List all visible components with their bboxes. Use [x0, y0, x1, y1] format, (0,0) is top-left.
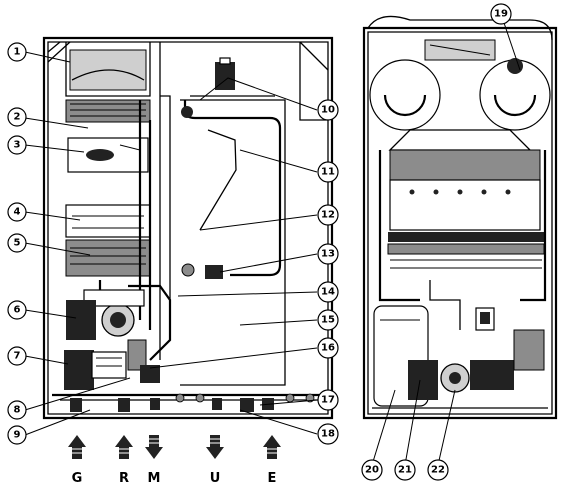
svg-text:18: 18	[321, 429, 335, 440]
callout-20: 20	[361, 459, 383, 481]
callout-13: 13	[317, 243, 339, 265]
arrow-down-icon	[206, 435, 224, 459]
callout-10: 10	[317, 99, 339, 121]
callout-16: 16	[317, 337, 339, 359]
callout-9: 9	[7, 425, 27, 445]
svg-text:2: 2	[14, 112, 21, 123]
callout-2: 2	[7, 107, 27, 127]
svg-text:5: 5	[14, 238, 21, 249]
svg-text:6: 6	[14, 305, 21, 316]
svg-text:11: 11	[321, 167, 335, 178]
svg-text:10: 10	[321, 105, 335, 116]
leader-lines	[24, 13, 521, 466]
svg-text:19: 19	[494, 9, 508, 20]
svg-text:21: 21	[398, 465, 412, 476]
svg-text:20: 20	[365, 465, 379, 476]
svg-text:13: 13	[321, 249, 335, 260]
connection-label-e: E	[268, 471, 277, 486]
callout-12: 12	[317, 204, 339, 226]
svg-text:7: 7	[14, 351, 21, 362]
svg-text:16: 16	[321, 343, 335, 354]
svg-text:8: 8	[14, 405, 21, 416]
callout-5: 5	[7, 233, 27, 253]
connection-labels: G R M U E	[72, 471, 277, 486]
svg-text:3: 3	[14, 140, 21, 151]
callout-22: 22	[427, 459, 449, 481]
callout-11: 11	[317, 161, 339, 183]
svg-text:22: 22	[431, 465, 445, 476]
svg-text:14: 14	[321, 287, 335, 298]
svg-text:12: 12	[321, 210, 335, 221]
connection-arrows	[68, 435, 281, 459]
callout-1: 1	[7, 42, 27, 62]
callout-21: 21	[394, 459, 416, 481]
arrow-up-icon	[115, 435, 133, 459]
callout-8: 8	[7, 400, 27, 420]
left-unit	[42, 36, 334, 420]
svg-text:4: 4	[14, 207, 21, 218]
arrow-up-icon	[263, 435, 281, 459]
svg-text:9: 9	[14, 430, 21, 441]
svg-text:15: 15	[321, 315, 335, 326]
callout-4: 4	[7, 202, 27, 222]
callout-15: 15	[317, 309, 339, 331]
svg-text:17: 17	[321, 395, 335, 406]
callout-18: 18	[317, 423, 339, 445]
callout-14: 14	[317, 281, 339, 303]
callout-7: 7	[7, 346, 27, 366]
callouts: 1 2 3 4 5 6 7 8 9 10 11 12 13 14 15 16 1…	[7, 3, 512, 481]
callout-17: 17	[317, 389, 339, 411]
connection-label-r: R	[119, 471, 129, 486]
right-unit	[362, 15, 558, 420]
callout-3: 3	[7, 135, 27, 155]
connection-label-m: M	[148, 471, 161, 486]
arrow-down-icon	[145, 435, 163, 459]
callout-19: 19	[490, 3, 512, 25]
connection-label-u: U	[210, 471, 221, 486]
callout-6: 6	[7, 300, 27, 320]
connection-label-g: G	[72, 471, 83, 486]
svg-text:1: 1	[14, 47, 21, 58]
arrow-up-icon	[68, 435, 86, 459]
